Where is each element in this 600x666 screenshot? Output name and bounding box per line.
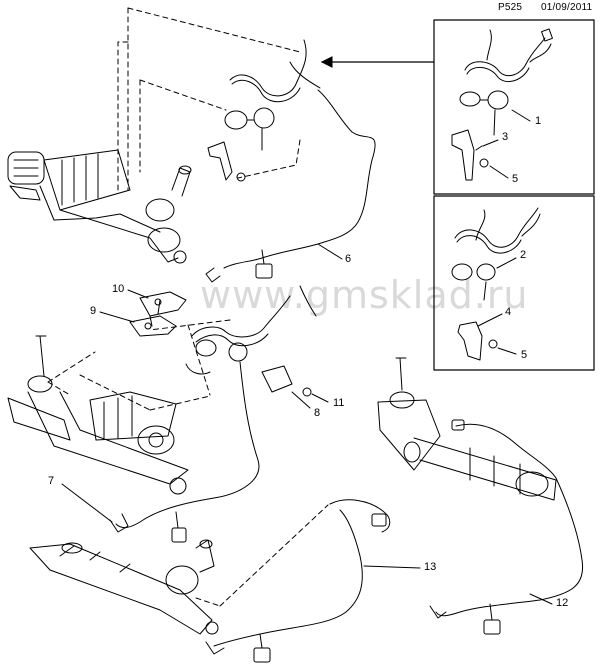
callout-2: 2 (520, 249, 527, 261)
leader-3 (482, 139, 499, 147)
steering-gear-middle (7, 335, 189, 495)
harness-13 (205, 499, 391, 663)
callout-10: 10 (112, 283, 125, 295)
callout-3: 3 (502, 131, 509, 143)
harness-12 (429, 419, 584, 635)
callout-1: 1 (535, 115, 542, 127)
callout-8: 8 (314, 407, 321, 419)
callout-9: 9 (90, 305, 97, 317)
diagram-date: 01/09/2011 (541, 2, 593, 13)
watermark: www.gmsklad.ru (200, 273, 529, 317)
diagram-code: P525 (498, 2, 523, 13)
leader-12 (529, 593, 553, 605)
callout-5-top: 5 (512, 173, 519, 185)
leader-9 (99, 311, 135, 323)
callout-12: 12 (556, 597, 569, 609)
leader-5b (497, 347, 517, 355)
dashed-guides (47, 7, 329, 607)
leader-4 (477, 313, 503, 327)
leader-10 (127, 289, 149, 299)
steering-gear-bottom (29, 539, 219, 635)
leader-13 (363, 565, 421, 569)
leader-5a (489, 165, 509, 179)
leader-7 (61, 483, 113, 523)
harness-7 (109, 285, 317, 543)
leader-8 (291, 391, 311, 409)
harness-detail-bottom (451, 207, 541, 361)
callout-5-bottom: 5 (521, 349, 528, 361)
steering-gear-right (377, 357, 557, 501)
callout-7: 7 (48, 475, 55, 487)
bracket-9-10 (129, 291, 187, 337)
callout-6: 6 (345, 253, 352, 265)
detail-box-bottom (433, 195, 595, 371)
steering-gear-top (7, 149, 192, 264)
callout-13: 13 (424, 561, 437, 573)
leader-11 (311, 393, 329, 403)
callout-4: 4 (505, 306, 512, 318)
callout-11: 11 (333, 397, 345, 409)
leader-2 (496, 257, 517, 269)
harness-detail-top (451, 28, 553, 181)
detail-box-top (433, 19, 595, 195)
leader-1 (511, 109, 531, 122)
harness-6 (205, 39, 376, 283)
leader-6 (317, 243, 343, 260)
